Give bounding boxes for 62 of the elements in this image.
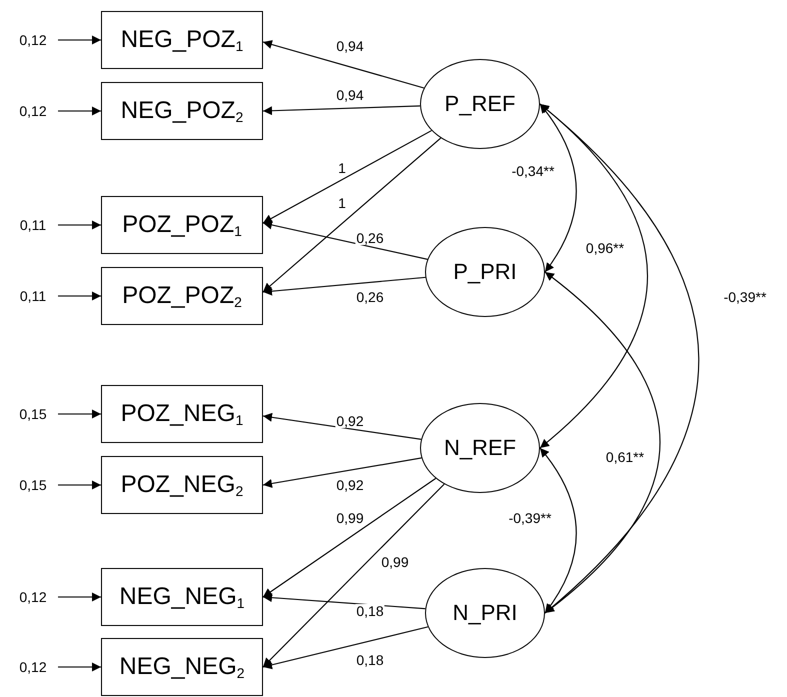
indicator-box: POZ_POZ$_{2}$	[101, 267, 263, 325]
edge-label: 0,94	[335, 88, 365, 102]
edge-label: 0,92	[335, 478, 365, 492]
indicator-box: NEG_POZ$_{1}$	[101, 11, 263, 69]
edge-label: 0,92	[335, 414, 365, 428]
edge-label: 0,94	[335, 39, 365, 53]
error-variance: 0,11	[8, 214, 58, 236]
covariance-arrow	[540, 104, 577, 272]
arrow	[262, 138, 442, 292]
arrow	[58, 592, 101, 602]
arrow	[262, 40, 424, 88]
arrow	[58, 220, 101, 230]
arrow	[262, 457, 422, 488]
edge-label: 0,26	[355, 290, 385, 304]
arrow	[58, 106, 101, 116]
covariance-arrow	[540, 104, 648, 448]
arrow	[262, 484, 445, 668]
edge-label: 0,99	[335, 511, 365, 525]
arrow	[58, 662, 101, 672]
edge-label: 0,96**	[584, 241, 626, 255]
edge-label: 0,18	[355, 653, 385, 667]
latent-ellipse: N_REF	[420, 403, 540, 493]
arrow	[262, 276, 426, 296]
arrow	[262, 220, 428, 260]
edge-label: 0,99	[380, 555, 410, 569]
error-variance: 0,15	[8, 403, 58, 425]
arrow	[262, 626, 428, 670]
edge-label: -0,39**	[722, 290, 768, 304]
error-variance: 0,12	[8, 656, 58, 678]
indicator-box: NEG_NEG$_{2}$	[101, 638, 263, 696]
indicator-box: POZ_NEG$_{1}$	[101, 385, 263, 443]
indicator-box: POZ_NEG$_{2}$	[101, 456, 263, 514]
error-variance: 0,15	[8, 474, 58, 496]
arrow	[262, 105, 420, 116]
arrow	[58, 480, 101, 490]
indicator-box: NEG_POZ$_{2}$	[101, 82, 263, 140]
indicator-box: NEG_NEG$_{1}$	[101, 568, 263, 626]
arrow	[262, 593, 426, 610]
edge-label: -0,34**	[510, 164, 556, 178]
latent-ellipse: N_PRI	[425, 568, 545, 658]
covariance-arrow	[540, 104, 700, 614]
edge-label: -0,39**	[508, 511, 552, 525]
covariance-arrow	[544, 272, 660, 614]
arrow	[58, 36, 101, 44]
error-variance: 0,12	[8, 29, 58, 51]
latent-ellipse: P_PRI	[425, 227, 545, 317]
error-variance: 0,12	[8, 100, 58, 122]
arrow	[262, 478, 436, 598]
covariance-arrow	[540, 448, 577, 614]
indicator-box: POZ_POZ$_{1}$	[101, 196, 263, 254]
arrow	[262, 130, 432, 224]
edge-label: 0,61**	[604, 450, 646, 464]
edge-label: 1	[337, 161, 347, 175]
arrow	[58, 292, 101, 300]
edge-label: 0,26	[355, 231, 385, 245]
arrow	[262, 412, 422, 440]
error-variance: 0,12	[8, 586, 58, 608]
edge-label: 1	[337, 196, 347, 210]
error-variance: 0,11	[8, 285, 58, 307]
edge-label: 0,18	[355, 604, 385, 618]
arrow	[58, 410, 101, 418]
latent-ellipse: P_REF	[420, 59, 540, 149]
